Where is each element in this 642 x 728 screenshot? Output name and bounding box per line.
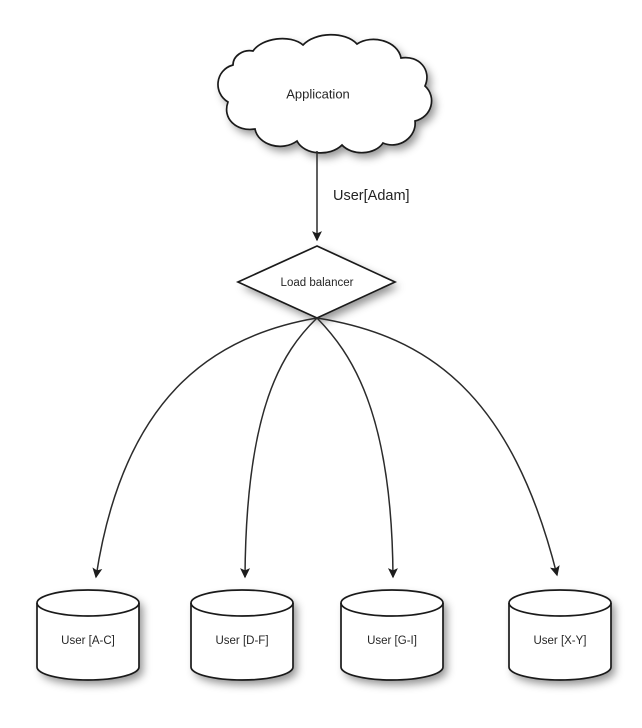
node-load-balancer-diamond[interactable]: Load balancer [235, 245, 398, 319]
cylinder-top-0 [36, 589, 140, 617]
cylinder-outline-0 [36, 603, 140, 681]
edge-lb-to-db-0 [92, 317, 318, 579]
database-label-3: User [X-Y] [533, 635, 586, 647]
edge-application-to-load-balancer: User[Adam] [312, 151, 410, 242]
edge-label-user-adam: User[Adam] [333, 188, 410, 204]
cylinder-outline-3 [508, 603, 612, 681]
database-label-0: User [A-C] [61, 635, 115, 647]
cylinder-top-2 [340, 589, 444, 617]
edge-lb-to-db-2 [316, 317, 398, 579]
cylinder-body-1 [191, 590, 293, 680]
node-database-1[interactable]: User [D-F] [190, 589, 294, 681]
database-label-2: User [G-I] [367, 635, 417, 647]
node-application-cloud[interactable]: Application [217, 33, 433, 154]
cloud-outline [217, 33, 433, 154]
cylinder-top-1 [190, 589, 294, 617]
diamond-label: Load balancer [281, 277, 354, 289]
cloud-label: Application [286, 86, 350, 101]
node-database-2[interactable]: User [G-I] [340, 589, 444, 681]
cylinder-outline-2 [340, 603, 444, 681]
cylinder-body-0 [37, 590, 139, 680]
node-database-3[interactable]: User [X-Y] [508, 589, 612, 681]
cylinder-body-2 [341, 590, 443, 680]
edge-lb-to-db-1 [240, 317, 318, 579]
cylinder-top-3 [508, 589, 612, 617]
database-label-1: User [D-F] [215, 635, 268, 647]
cylinder-outline-1 [190, 603, 294, 681]
node-database-0[interactable]: User [A-C] [36, 589, 140, 681]
cylinder-body-3 [509, 590, 611, 680]
cloud-shape [217, 34, 432, 153]
edge-group-load-balancer-to-databases [92, 317, 560, 579]
edge-lb-to-db-3 [316, 317, 560, 577]
